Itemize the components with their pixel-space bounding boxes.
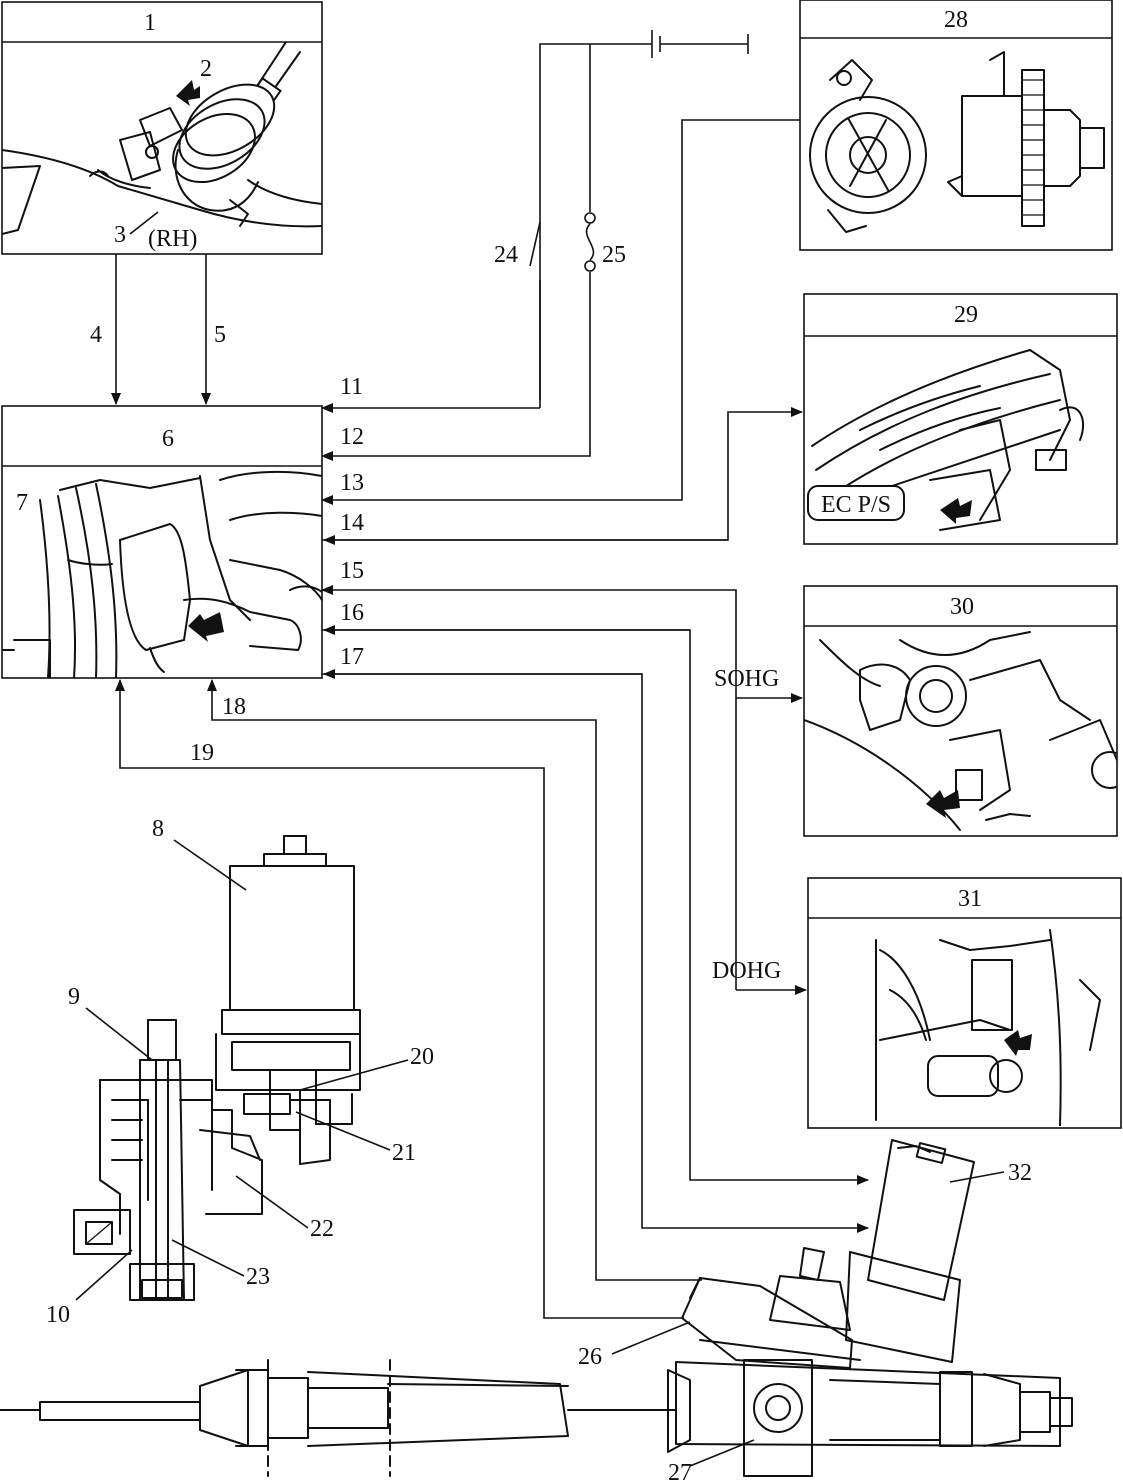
callout-32: 32 [1008,1160,1032,1186]
callout-9: 9 [68,984,80,1010]
panel-29-ec-ps-location: 29 EC P/S [803,293,1118,545]
tie-rod-left [0,1359,677,1477]
callout-11: 11 [340,374,363,400]
callout-13: 13 [340,470,364,496]
callout-5: 5 [214,322,226,348]
panel-31-dohg-sensor-location: 31 [807,877,1122,1129]
callout-3: 3 [114,222,126,248]
callout-15: 15 [340,558,364,584]
callout-16: 16 [340,600,364,626]
label-dohg: DOHG [712,958,781,984]
callout-25: 25 [602,242,626,268]
panel-31-title: 31 [958,886,982,912]
panel-29-title: 29 [954,302,978,328]
eps-motor-assembly [73,835,361,1301]
panel-28-illustration [809,51,1105,233]
callout-23: 23 [246,1264,270,1290]
callout-27: 27 [668,1460,692,1484]
steering-gear-rack [667,1139,1073,1477]
callout-14: 14 [340,510,364,536]
callout-21: 21 [392,1140,416,1166]
panel-28-alternator: 28 [799,0,1113,251]
callout-8: 8 [152,816,164,842]
line-labels: 4 5 11 12 13 14 15 16 17 18 19 24 25 SOH… [90,242,781,984]
panel-6-eps-control-unit: 6 7 [1,405,323,679]
panel-6-illustration [2,470,322,678]
panel-31-illustration [875,929,1101,1126]
panel-1-illustration [2,42,322,235]
callout-12: 12 [340,424,364,450]
callout-19: 19 [190,740,214,766]
panel-29-illustration [811,349,1085,531]
panel-30-sohg-sensor-location: 30 [803,585,1118,837]
panel-30-illustration [804,631,1117,831]
callout-10: 10 [46,1302,70,1328]
label-rh: (RH) [148,226,197,252]
callout-17: 17 [340,644,364,670]
label-sohg: SOHG [714,666,779,692]
callout-2: 2 [200,56,212,82]
callout-18: 18 [222,694,246,720]
callout-4: 4 [90,322,102,348]
panel-1-title: 1 [144,10,156,36]
panel-28-title: 28 [944,7,968,33]
panel-6-title: 6 [162,426,174,452]
panel-30-title: 30 [950,594,974,620]
connector-lines [111,30,869,1319]
callout-24: 24 [494,242,518,268]
callout-26: 26 [578,1344,602,1370]
callout-20: 20 [410,1044,434,1070]
panel-1-torque-sensor-connector: 1 2 3 (RH) [1,1,323,255]
callout-22: 22 [310,1216,334,1242]
label-ec-ps: EC P/S [821,492,891,518]
callout-7: 7 [16,490,28,516]
